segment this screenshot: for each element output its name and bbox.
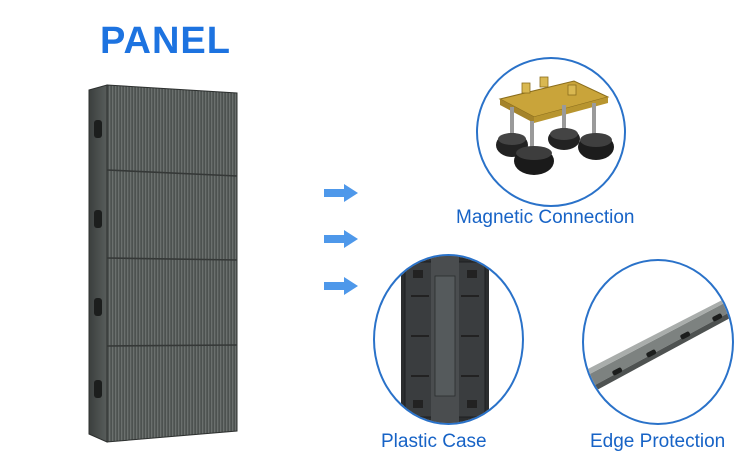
magnetic-connector-icon [496, 76, 614, 175]
plastic-case-label: Plastic Case [381, 431, 487, 452]
led-panel-image [85, 84, 260, 444]
magnetic-connection-label: Magnetic Connection [456, 207, 635, 228]
edge-protection-label: Edge Protection [590, 431, 726, 452]
magnetic-connection-circle [476, 57, 626, 207]
plastic-case-circle [373, 254, 524, 425]
arrow-right-icon [324, 277, 358, 295]
arrow-right-icon [324, 230, 358, 248]
edge-protection-icon [584, 295, 732, 397]
edge-protection-circle [582, 259, 734, 425]
plastic-case-icon [401, 256, 489, 423]
led-panel-icon [88, 84, 238, 443]
arrow-right-icon [324, 184, 358, 202]
page-title: PANEL [100, 20, 231, 62]
